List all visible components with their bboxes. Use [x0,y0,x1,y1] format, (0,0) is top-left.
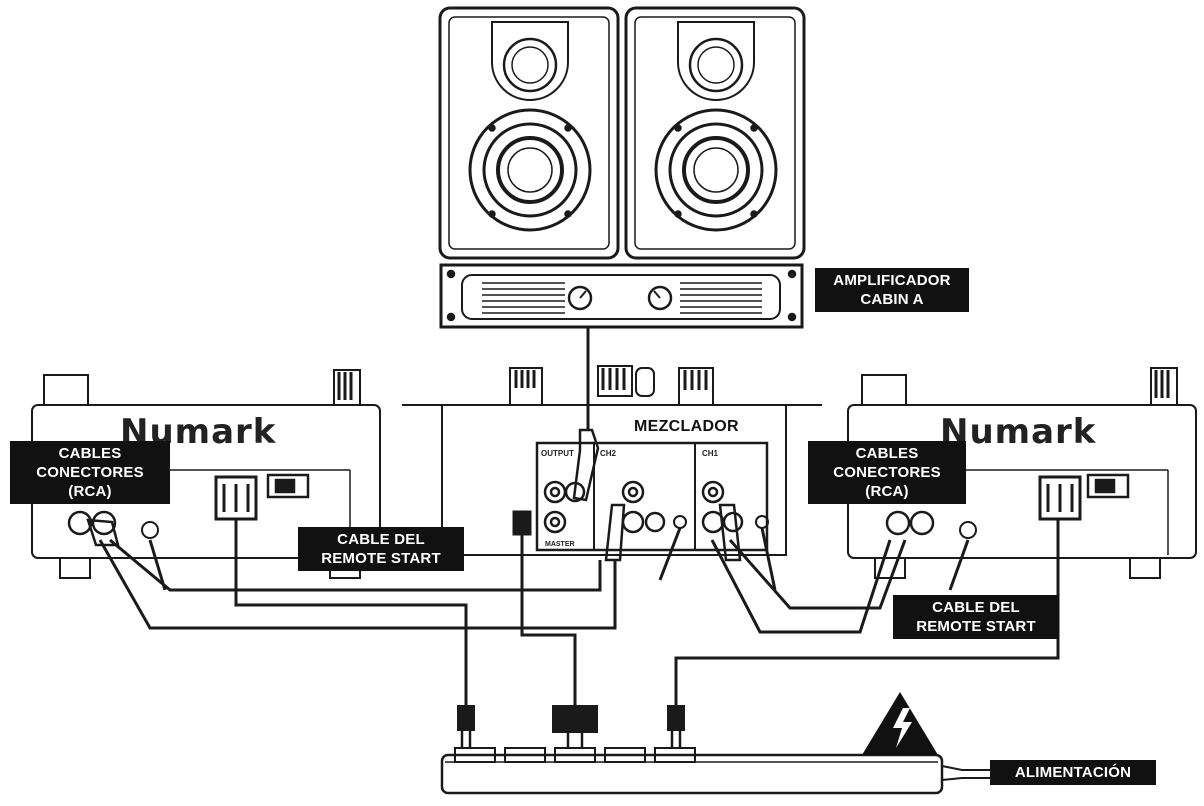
speaker-left [438,6,620,260]
rca-right-line1: CABLES [855,445,919,462]
mixer [402,365,822,556]
amplifier [439,263,804,329]
rca-left-line3: (RCA) [68,483,112,500]
rca-label-left: CABLES CONECTORES (RCA) [10,441,170,504]
amplifier-label-line2: CABIN A [860,291,924,308]
lightning-warning-icon [862,692,938,755]
mixer-master-label: MASTER [545,541,575,548]
rca-left-line1: CABLES [58,445,122,462]
rca-right-line2: CONECTORES [833,464,941,481]
remote-left-line1: CABLE DEL [337,531,425,548]
power-plugs [457,705,685,748]
rca-label-right: CABLES CONECTORES (RCA) [808,441,966,504]
rca-left-line2: CONECTORES [36,464,144,481]
power-label: ALIMENTACIÓN [990,760,1156,785]
remote-start-label-left: CABLE DEL REMOTE START [298,527,464,571]
amplifier-label-line1: AMPLIFICADOR [833,272,951,289]
cables [86,327,1060,705]
remote-left-line2: REMOTE START [321,550,441,567]
mixer-ch1-label: CH1 [702,449,719,458]
mixer-label: MEZCLADOR [634,418,739,435]
amplifier-label: AMPLIFICADOR CABIN A [815,268,969,312]
remote-right-line1: CABLE DEL [932,599,1020,616]
remote-start-label-right: CABLE DEL REMOTE START [893,595,1059,639]
power-strip [440,747,1000,795]
speaker-right [624,6,806,260]
rca-right-line3: (RCA) [865,483,909,500]
mixer-ch2-label: CH2 [600,449,617,458]
remote-right-line2: REMOTE START [916,618,1036,635]
mixer-output-label: OUTPUT [541,449,574,458]
